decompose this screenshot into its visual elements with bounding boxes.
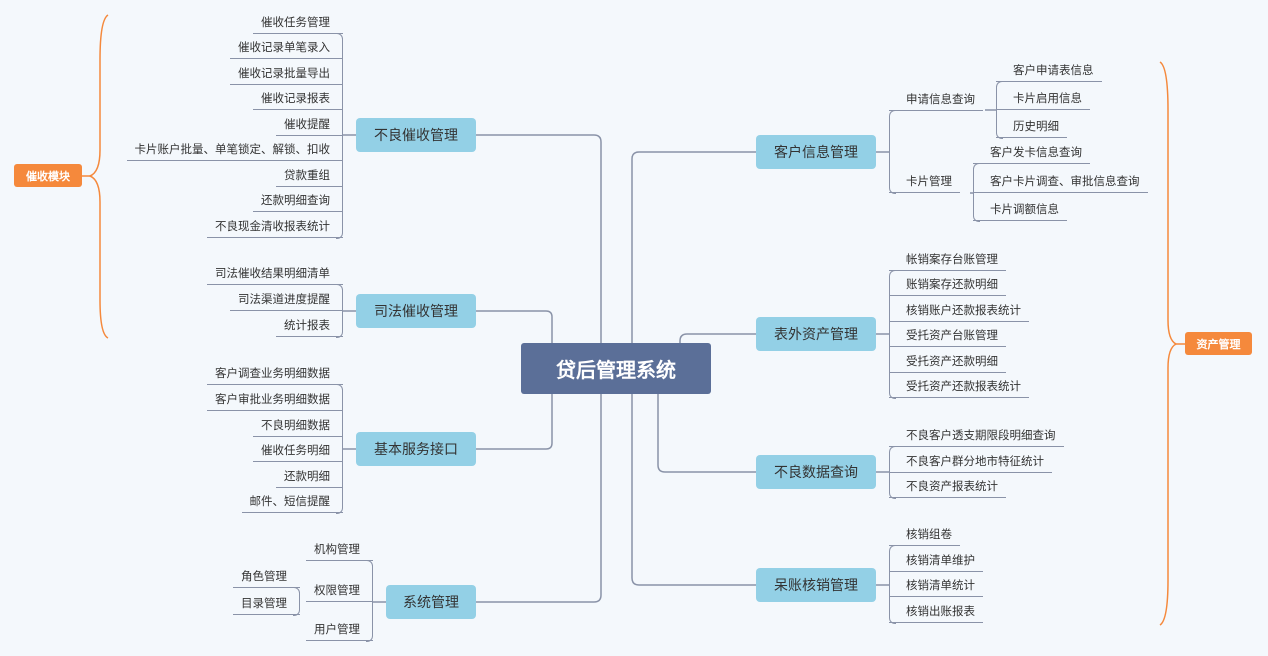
leaf-node[interactable]: 不良客户透支期限段明细查询 (889, 425, 1064, 447)
leaf-node[interactable]: 用户管理 (306, 619, 373, 641)
branch-offbalance[interactable]: 表外资产管理 (756, 317, 876, 351)
leaf-node[interactable]: 受托资产还款明细 (889, 351, 1006, 373)
leaf-node[interactable]: 核销出账报表 (889, 601, 983, 623)
leaf-node[interactable]: 客户卡片调查、审批信息查询 (973, 171, 1148, 193)
leaf-node[interactable]: 受托资产台账管理 (889, 325, 1006, 347)
leaf-node[interactable]: 不良现金清收报表统计 (207, 216, 343, 238)
leaf-node[interactable]: 卡片管理 (889, 171, 960, 193)
branch-writeoff[interactable]: 呆账核销管理 (756, 568, 876, 602)
leaf-node[interactable]: 历史明细 (996, 116, 1067, 138)
link-judicial (476, 310, 553, 343)
leaf-node[interactable]: 目录管理 (233, 593, 300, 615)
leaf-node[interactable]: 催收记录单笔录入 (230, 37, 343, 59)
link-service (476, 394, 553, 450)
link-system (476, 394, 602, 603)
link-customer (631, 151, 756, 343)
leaf-node[interactable]: 还款明细 (276, 466, 343, 488)
link-baddata (657, 394, 756, 473)
leaf-node[interactable]: 客户审批业务明细数据 (207, 389, 343, 411)
leaf-node[interactable]: 客户申请表信息 (996, 60, 1102, 82)
leaf-node[interactable]: 还款明细查询 (253, 190, 343, 212)
leaf-node[interactable]: 卡片账户批量、单笔锁定、解锁、扣收 (126, 139, 343, 161)
branch-judicial[interactable]: 司法催收管理 (356, 294, 476, 328)
module-label-asset[interactable]: 资产管理 (1185, 332, 1252, 355)
leaf-node[interactable]: 核销组卷 (889, 524, 960, 546)
leaf-node[interactable]: 客户发卡信息查询 (973, 142, 1090, 164)
leaf-node[interactable]: 帐销案存台账管理 (889, 249, 1006, 271)
link-collection (476, 134, 602, 343)
leaf-node[interactable]: 核销账户还款报表统计 (889, 300, 1029, 322)
leaf-node[interactable]: 不良明细数据 (253, 415, 343, 437)
leaf-node[interactable]: 卡片启用信息 (996, 88, 1090, 110)
link-writeoff (631, 394, 756, 586)
leaf-node[interactable]: 核销清单维护 (889, 550, 983, 572)
leaf-node[interactable]: 催收记录批量导出 (230, 63, 343, 85)
module-bracket-left (87, 14, 109, 339)
branch-system[interactable]: 系统管理 (386, 585, 476, 619)
leaf-node[interactable]: 司法渠道进度提醒 (230, 289, 343, 311)
branch-baddata[interactable]: 不良数据查询 (756, 455, 876, 489)
leaf-node[interactable]: 催收记录报表 (253, 88, 343, 110)
leaf-node[interactable]: 催收任务管理 (253, 12, 343, 34)
module-label-collection[interactable]: 催收模块 (14, 164, 82, 187)
leaf-node[interactable]: 机构管理 (306, 539, 373, 561)
leaf-node[interactable]: 司法催收结果明细清单 (207, 263, 343, 285)
leaf-node[interactable]: 受托资产还款报表统计 (889, 376, 1029, 398)
leaf-node[interactable]: 邮件、短信提醒 (241, 491, 343, 513)
module-bracket-right (1159, 61, 1178, 626)
leaf-node[interactable]: 统计报表 (276, 315, 343, 337)
leaf-node[interactable]: 角色管理 (233, 566, 300, 588)
leaf-node[interactable]: 核销清单统计 (889, 575, 983, 597)
leaf-node[interactable]: 客户调查业务明细数据 (207, 363, 343, 385)
leaf-node[interactable]: 不良资产报表统计 (889, 476, 1006, 498)
branch-service[interactable]: 基本服务接口 (356, 432, 476, 466)
branch-collection[interactable]: 不良催收管理 (356, 118, 476, 152)
leaf-node[interactable]: 贷款重组 (276, 165, 343, 187)
branch-customer[interactable]: 客户信息管理 (756, 135, 876, 169)
leaf-node[interactable]: 催收任务明细 (253, 440, 343, 462)
leaf-node[interactable]: 账销案存还款明细 (889, 274, 1006, 296)
link-offbalance (679, 333, 756, 343)
leaf-node[interactable]: 不良客户群分地市特征统计 (889, 451, 1052, 473)
root-node[interactable]: 贷后管理系统 (521, 343, 711, 394)
leaf-node[interactable]: 权限管理 (306, 580, 373, 602)
leaf-node[interactable]: 卡片调额信息 (973, 199, 1067, 221)
leaf-node[interactable]: 申请信息查询 (889, 89, 983, 111)
leaf-node[interactable]: 催收提醒 (276, 114, 343, 136)
